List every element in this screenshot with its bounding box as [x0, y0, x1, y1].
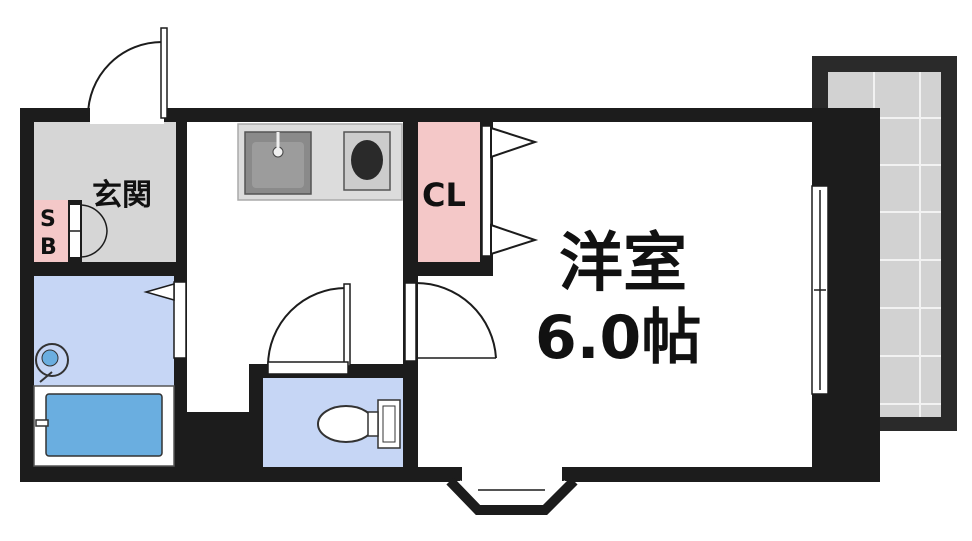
- closet-label: CL: [422, 176, 466, 214]
- bathtub: [33, 385, 175, 467]
- washbasin: [35, 343, 69, 383]
- shoe-box-label-b: B: [40, 235, 57, 260]
- room-size-label: 6.0帖: [535, 303, 701, 373]
- toilet: [317, 399, 401, 449]
- kitchen-counter: [237, 123, 403, 201]
- room-name-label: 洋室: [559, 227, 687, 301]
- closet-area: [417, 122, 480, 262]
- toilet-door: [267, 283, 351, 375]
- bay-window: [446, 466, 578, 515]
- balcony-window: [811, 185, 829, 395]
- shoe-box: [34, 200, 68, 262]
- entrance-door: [87, 27, 168, 122]
- entrance-label: 玄関: [92, 178, 152, 213]
- closet-doors: [481, 125, 539, 257]
- shoe-box-door-swing: [79, 204, 108, 258]
- western-room-door: [404, 281, 497, 362]
- shoe-box-label-s: S: [40, 207, 56, 232]
- bathroom-door: [143, 281, 187, 359]
